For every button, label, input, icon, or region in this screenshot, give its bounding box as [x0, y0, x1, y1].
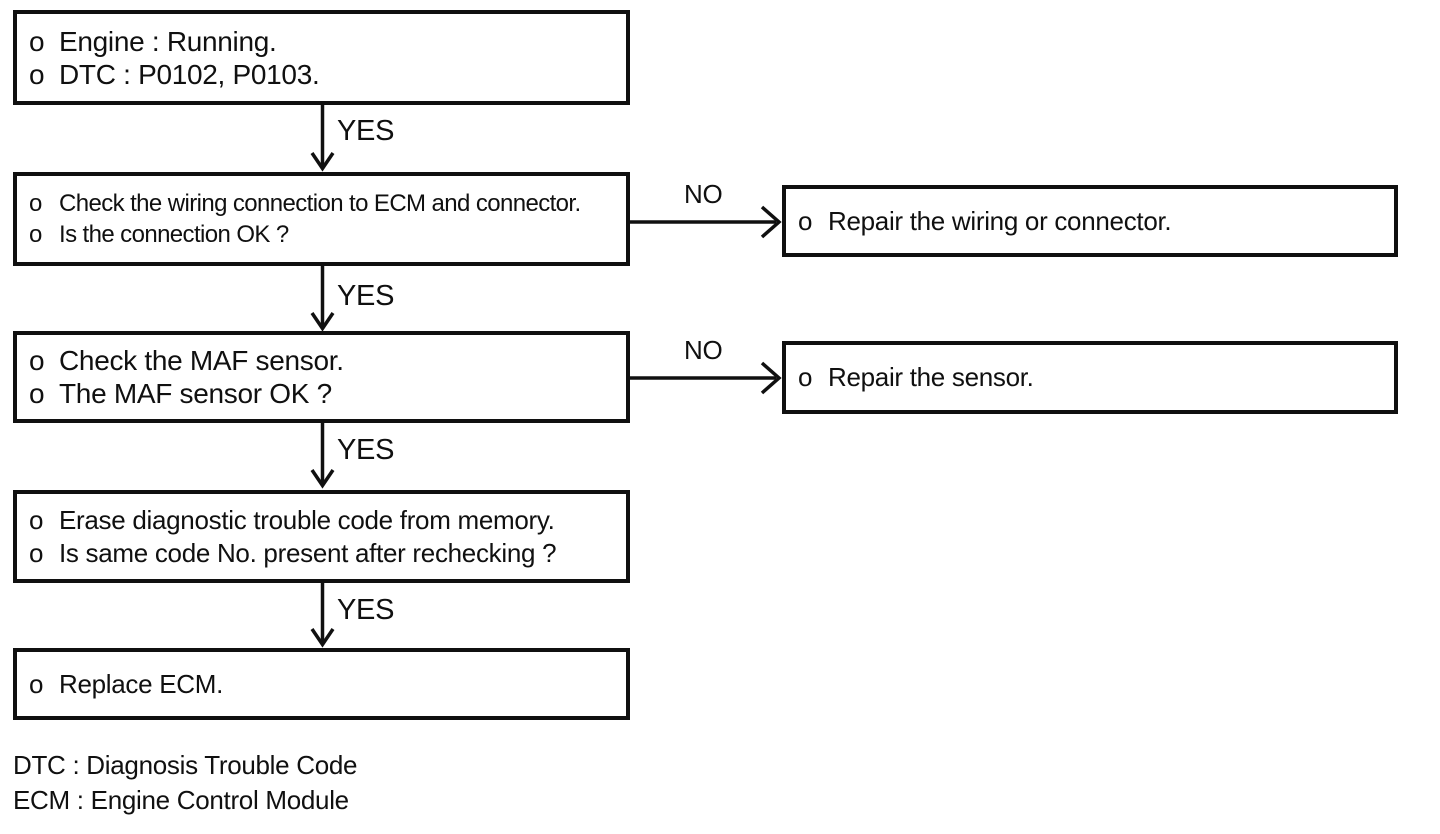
step-text: Replace ECM.	[59, 668, 224, 699]
bullet-marker: o	[29, 221, 42, 248]
step-text: Repair the wiring or connector.	[828, 205, 1172, 236]
bullet-marker: o	[29, 345, 45, 376]
step-line: o Repair the sensor.	[798, 361, 1386, 394]
step-text: Repair the sensor.	[828, 362, 1034, 392]
abbreviation-legend: DTC : Diagnosis Trouble Code ECM : Engin…	[13, 748, 358, 818]
bullet-marker: o	[29, 504, 44, 535]
bullet-marker: o	[798, 362, 813, 392]
bullet-marker: o	[29, 58, 45, 90]
bullet-marker: o	[29, 378, 45, 409]
step-line: o The MAF sensor OK ?	[29, 377, 618, 410]
arrowhead-no-2	[760, 361, 782, 395]
bullet-marker: o	[29, 537, 44, 568]
step-text: The MAF sensor OK ?	[59, 378, 332, 409]
step-line: o Check the MAF sensor.	[29, 344, 618, 377]
step-line: o Erase diagnostic trouble code from mem…	[29, 504, 618, 537]
step-text: Is the connection OK ?	[59, 221, 289, 248]
arrowhead-yes-3	[310, 469, 335, 489]
step-text: Is same code No. present after recheckin…	[59, 537, 557, 568]
yes-label-2: YES	[337, 280, 395, 312]
step-text: Check the wiring connection to ECM and c…	[59, 190, 581, 217]
legend-line-dtc: DTC : Diagnosis Trouble Code	[13, 750, 358, 780]
no-label-1: NO	[684, 179, 723, 209]
arrowhead-yes-4	[310, 628, 335, 648]
legend-line-ecm: ECM : Engine Control Module	[13, 785, 349, 815]
step-line: o Check the wiring connection to ECM and…	[29, 188, 618, 219]
bullet-marker: o	[29, 668, 44, 699]
action-box-repair-sensor: o Repair the sensor.	[782, 341, 1398, 414]
step-line: o Is same code No. present after recheck…	[29, 537, 618, 570]
step-text: Erase diagnostic trouble code from memor…	[59, 504, 555, 535]
action-box-repair-wiring: o Repair the wiring or connector.	[782, 185, 1398, 257]
bullet-marker: o	[798, 205, 813, 236]
step-line: o Replace ECM.	[29, 668, 618, 701]
bullet-marker: o	[29, 25, 45, 57]
yes-label-4: YES	[337, 594, 395, 626]
step-box-check-wiring: o Check the wiring connection to ECM and…	[13, 172, 630, 266]
step-line: o DTC : P0102, P0103.	[29, 58, 618, 91]
step-box-check-maf-sensor: o Check the MAF sensor. o The MAF sensor…	[13, 331, 630, 423]
step-box-erase-dtc: o Erase diagnostic trouble code from mem…	[13, 490, 630, 583]
step-text: Check the MAF sensor.	[59, 345, 344, 376]
arrowhead-yes-2	[310, 312, 335, 332]
bullet-marker: o	[29, 190, 42, 217]
step-box-engine-running: o Engine : Running. o DTC : P0102, P0103…	[13, 10, 630, 105]
step-line: o Repair the wiring or connector.	[798, 205, 1386, 238]
step-line: o Is the connection OK ?	[29, 219, 618, 250]
arrowhead-no-1	[760, 205, 782, 239]
step-text: DTC : P0102, P0103.	[59, 58, 320, 90]
yes-label-1: YES	[337, 115, 395, 147]
no-label-2: NO	[684, 335, 723, 365]
step-line: o Engine : Running.	[29, 25, 618, 58]
yes-label-3: YES	[337, 434, 395, 466]
arrowhead-yes-1	[310, 152, 335, 172]
step-text: Engine : Running.	[59, 25, 277, 57]
step-box-replace-ecm: o Replace ECM.	[13, 648, 630, 720]
